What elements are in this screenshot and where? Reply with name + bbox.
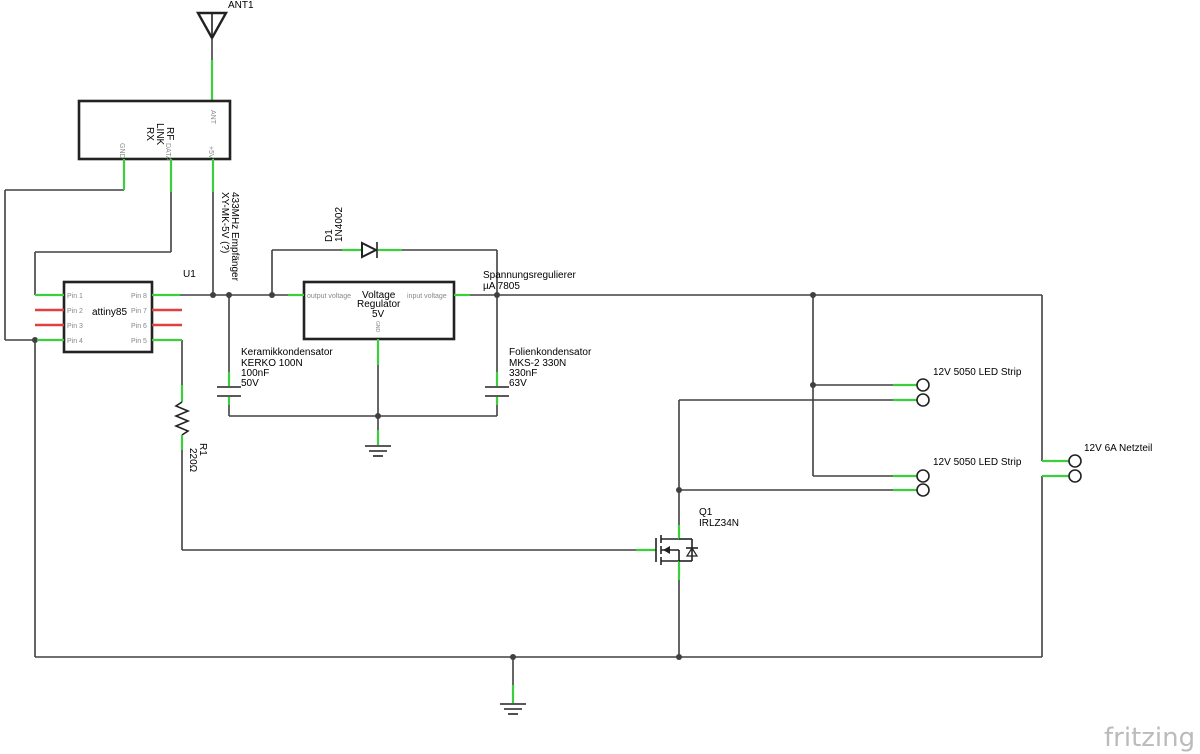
resistor-r1: R1 220Ω [173,385,208,473]
ceramic-cap-line-3: 100nF [241,368,269,379]
antenna: ANT1 [195,0,254,100]
voltage-regulator: output voltage input voltage GND Voltage… [288,270,577,365]
mosfet-q1: Q1 IRLZ34N [636,507,739,580]
film-cap-line-2: MKS-2 330N [509,358,566,369]
film-cap-line-4: 63V [509,378,527,389]
mcu-left-pin-3: Pin 3 [67,323,83,330]
junctions [32,292,816,660]
rf-title-line-1: RF [164,127,175,140]
rf-title-line-3: RX [144,127,155,141]
regulator-desc-1: Spannungsregulierer [483,270,577,281]
regulator-desc-2: µA 7805 [483,281,520,292]
mcu-right-pin-5: Pin 5 [131,338,147,345]
rf-description-line-2: XY-MK-5V (?) [219,192,230,253]
ground-symbol-regulator [365,430,391,457]
regulator-in-label: input voltage [407,293,447,300]
mcu-left-pin-2: Pin 2 [67,308,83,315]
rf-description-line-1: 433MHz Empfänger [229,192,240,282]
diode-d1: D1 1N4002 [324,207,402,259]
mcu-right-pin-7: Pin 7 [131,308,147,315]
attiny85-chip: Pin 1 Pin 2 Pin 3 Pin 4 Pin 8 Pin 7 Pin … [35,269,196,354]
diode-ref: D1 [324,229,335,242]
mcu-right-pin-6: Pin 6 [131,323,147,330]
resistor-ref: R1 [197,443,208,456]
diode-part: 1N4002 [334,207,345,242]
film-cap-line-1: Folienkondensator [509,347,592,358]
power-supply: 12V 6A Netzteil [1042,443,1152,483]
rf-title-line-2: LINK [154,123,165,146]
mcu-name: attiny85 [92,307,127,318]
ceramic-cap-line-1: Keramikkondensator [241,347,333,358]
regulator-title-3: 5V [372,309,385,320]
mcu-left-pin-1: Pin 1 [67,293,83,300]
rf-data-pin-label: DATA [164,143,171,161]
regulator-title-2: Regulator [357,299,401,310]
rf-5v-pin-label: +5V [207,146,214,159]
ceramic-capacitor: Keramikkondensator KERKO 100N 100nF 50V [217,347,333,405]
mosfet-part: IRLZ34N [699,518,739,529]
led-strip-1-label: 12V 5050 LED Strip [933,367,1022,378]
led-strip-1: 12V 5050 LED Strip [893,367,1022,407]
mosfet-ref: Q1 [699,507,713,518]
rf-gnd-pin-label: GND [118,143,125,159]
led-strip-2-label: 12V 5050 LED Strip [933,457,1022,468]
ceramic-cap-line-4: 50V [241,378,259,389]
ground-symbol-main [500,685,526,715]
mcu-right-pin-8: Pin 8 [131,293,147,300]
regulator-title-1: Voltage [362,290,396,301]
film-capacitor: Folienkondensator MKS-2 330N 330nF 63V [485,347,592,405]
regulator-out-label: output voltage [307,293,351,300]
film-cap-line-3: 330nF [509,368,537,379]
resistor-value: 220Ω [187,448,198,473]
led-strip-2: 12V 5050 LED Strip [893,457,1022,497]
wires [4,189,1043,690]
fritzing-logo: fritzing [1104,723,1195,753]
mcu-ref: U1 [183,269,196,280]
ceramic-cap-line-2: KERKO 100N [241,358,303,369]
rf-ant-pin-label: ANT [209,110,216,125]
rf-module: ANT GND DATA +5V RF LINK RX 433MHz Empfä… [77,99,240,282]
power-supply-label: 12V 6A Netzteil [1084,443,1152,454]
regulator-gnd-label: GND [374,321,380,333]
mcu-left-pin-4: Pin 4 [67,338,83,345]
antenna-label: ANT1 [228,0,254,11]
